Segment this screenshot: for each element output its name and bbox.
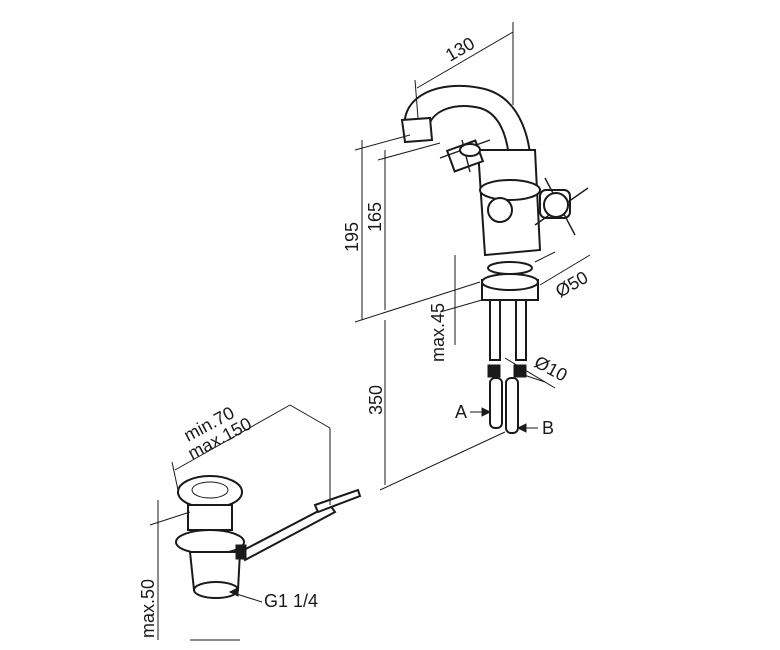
label-b: B (542, 418, 554, 438)
label-a: A (455, 402, 467, 422)
dim-spout-height-text: 165 (365, 202, 385, 232)
dim-heights: 195 165 (342, 134, 481, 323)
rod-clamp (235, 544, 247, 560)
drain-cap (177, 475, 243, 509)
drain-thread (193, 581, 239, 599)
right-handle (487, 177, 589, 236)
supply-tube-a (489, 299, 501, 361)
rod-lever (313, 488, 362, 514)
dim-body-diameter: Ø50 (534, 251, 591, 301)
spout-tip (400, 116, 434, 144)
dim-drain-height-text: max.50 (138, 579, 158, 638)
dim-drain-height: max.50 (138, 500, 191, 640)
base-flange-ring (481, 273, 539, 291)
dim-deck-thickness: max.45 (428, 255, 483, 362)
drain-collar (175, 529, 245, 555)
supply-end-a (489, 377, 503, 429)
left-handle (439, 139, 491, 173)
drain-rod (238, 503, 337, 562)
dim-pipe-diameter-text: Ø10 (531, 352, 570, 386)
dim-spout-reach-text: 130 (442, 33, 478, 65)
body-ring (479, 179, 541, 201)
base-flange-top (487, 261, 533, 275)
connection-labels: A B (455, 402, 554, 438)
supply-fitting-a (487, 364, 501, 378)
dim-supply-length-text: 350 (366, 385, 386, 415)
dim-drain-thread-text: G1 1/4 (264, 591, 318, 611)
dim-drain-thread: G1 1/4 (228, 587, 318, 611)
dim-deck-thickness-text: max.45 (428, 303, 448, 362)
dim-total-height-text: 195 (342, 222, 362, 252)
dim-body-diameter-text: Ø50 (552, 267, 591, 301)
faucet-assembly (400, 84, 589, 434)
supply-end-b (505, 377, 519, 434)
dim-supply-length: 350 (366, 320, 506, 491)
drain-stem (187, 504, 233, 531)
drain-assembly (175, 475, 362, 599)
supply-tube-b (515, 299, 527, 361)
